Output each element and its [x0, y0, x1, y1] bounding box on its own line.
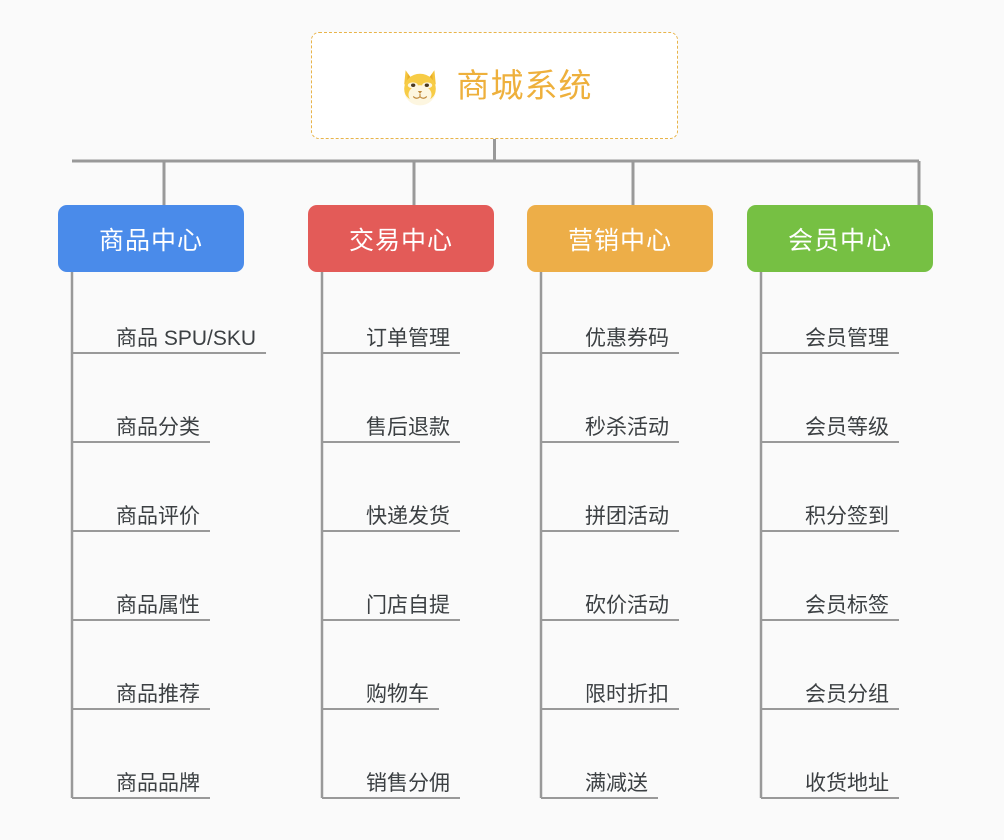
category-label: 商品中心	[98, 226, 203, 255]
category-node-4[interactable]: 会员中心	[747, 205, 933, 272]
leaf-node[interactable]: 商品品牌	[116, 772, 200, 795]
leaf-node[interactable]: 商品评价	[116, 505, 200, 528]
category-node-3[interactable]: 营销中心	[527, 205, 713, 272]
leaf-node[interactable]: 会员标签	[805, 594, 889, 617]
category-label: 会员中心	[787, 226, 892, 255]
leaf-node[interactable]: 销售分佣	[366, 772, 450, 795]
leaf-node[interactable]: 快递发货	[366, 505, 450, 528]
leaf-node[interactable]: 拼团活动	[585, 505, 669, 528]
leaf-node[interactable]: 订单管理	[366, 327, 450, 350]
leaf-node[interactable]: 购物车	[366, 683, 429, 706]
shiba-dog-icon	[397, 63, 443, 109]
leaf-node[interactable]: 积分签到	[805, 505, 889, 528]
category-node-1[interactable]: 商品中心	[58, 205, 244, 272]
leaf-node[interactable]: 门店自提	[366, 594, 450, 617]
leaf-node[interactable]: 商品 SPU/SKU	[116, 327, 257, 350]
root-node[interactable]: 商城系统	[311, 32, 678, 139]
leaf-node[interactable]: 秒杀活动	[585, 416, 669, 439]
leaf-node[interactable]: 会员管理	[805, 327, 889, 350]
leaf-node[interactable]: 会员等级	[805, 416, 889, 439]
leaf-node[interactable]: 优惠券码	[585, 327, 669, 350]
root-title: 商城系统	[456, 67, 593, 104]
leaf-node[interactable]: 限时折扣	[585, 683, 669, 706]
category-label: 交易中心	[348, 226, 453, 255]
leaf-node[interactable]: 会员分组	[805, 683, 889, 706]
leaf-node[interactable]: 商品属性	[116, 594, 200, 617]
leaf-node[interactable]: 商品分类	[116, 416, 200, 439]
leaf-node[interactable]: 售后退款	[366, 416, 450, 439]
leaf-node[interactable]: 砍价活动	[585, 594, 669, 617]
leaf-node[interactable]: 收货地址	[805, 772, 889, 795]
leaf-node[interactable]: 商品推荐	[116, 683, 200, 706]
category-node-2[interactable]: 交易中心	[308, 205, 494, 272]
category-label: 营销中心	[567, 226, 672, 255]
leaf-node[interactable]: 满减送	[585, 772, 648, 795]
